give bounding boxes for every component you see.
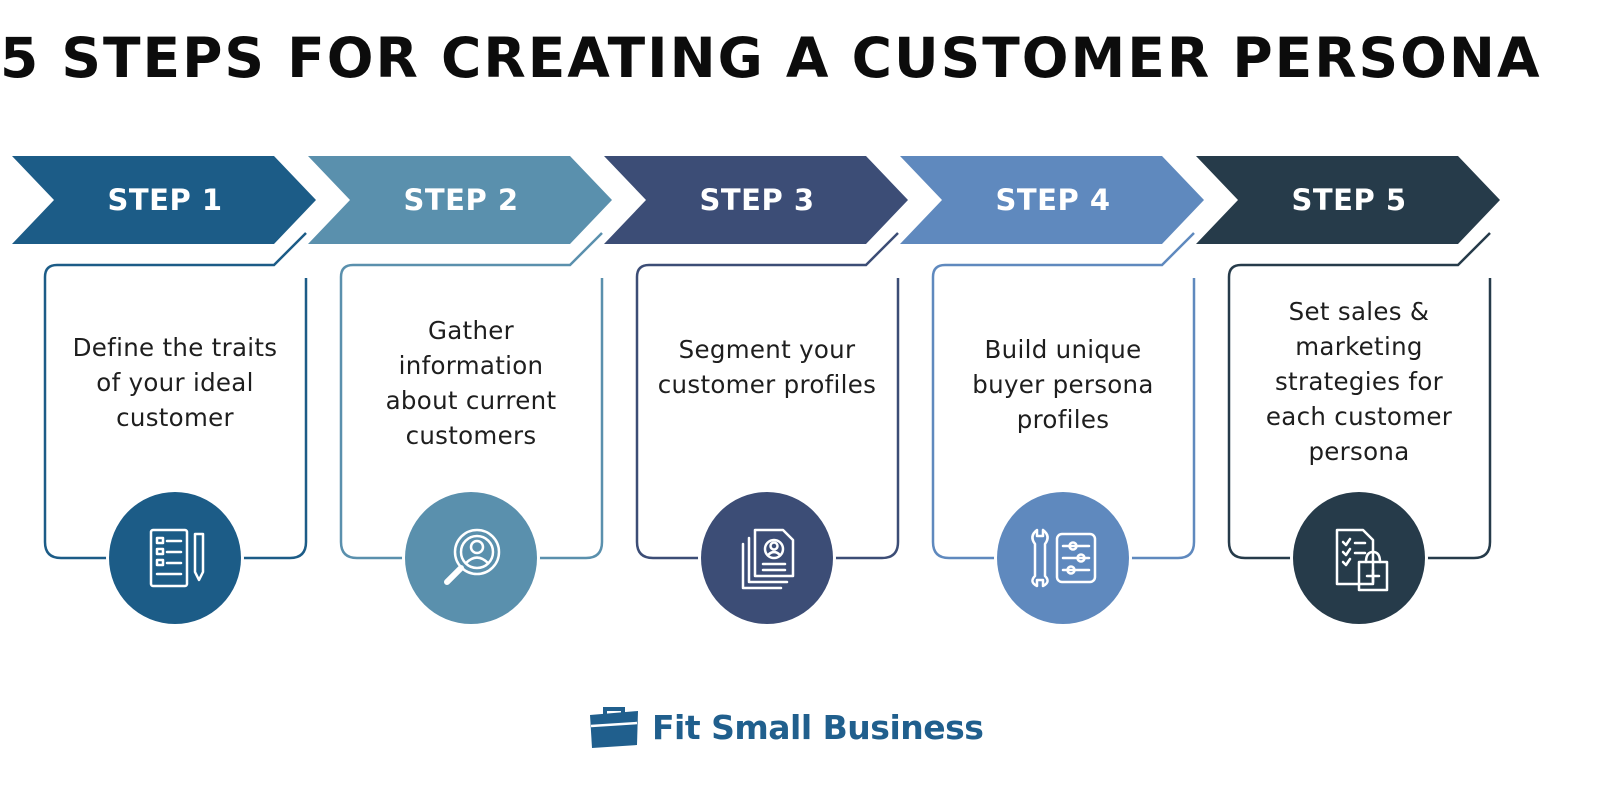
step-description-3: Segment your customer profiles bbox=[657, 335, 877, 399]
checklist-shopping-bag-icon bbox=[1335, 528, 1389, 592]
icon-circle bbox=[1293, 492, 1425, 624]
step-3 bbox=[604, 156, 908, 627]
step-5 bbox=[1196, 156, 1500, 627]
step-chevron bbox=[1196, 156, 1500, 244]
step-chevron bbox=[12, 156, 316, 244]
step-card-outline bbox=[635, 232, 900, 560]
step-card-outline bbox=[43, 232, 308, 560]
checklist-with-pencil-icon bbox=[149, 528, 205, 588]
step-label-4: STEP 4 bbox=[995, 183, 1111, 217]
step-chevron bbox=[604, 156, 908, 244]
stacked-profile-documents-icon bbox=[741, 528, 795, 590]
step-card-outline bbox=[339, 232, 604, 560]
step-4 bbox=[900, 156, 1204, 627]
step-1 bbox=[12, 156, 316, 627]
step-card-outline bbox=[931, 232, 1196, 560]
step-2 bbox=[308, 156, 612, 627]
step-card-outline bbox=[1227, 232, 1492, 560]
step-label-3: STEP 3 bbox=[699, 183, 815, 217]
step-chevron bbox=[900, 156, 1204, 244]
briefcase-icon bbox=[590, 707, 638, 748]
step-description-4: Build unique buyer persona profiles bbox=[972, 335, 1154, 434]
step-label-1: STEP 1 bbox=[107, 183, 223, 217]
icon-circle bbox=[109, 492, 241, 624]
step-chevron bbox=[308, 156, 612, 244]
brand-logo: Fit Small Business bbox=[588, 704, 984, 750]
step-description-1: Define the traits of your ideal customer bbox=[72, 333, 278, 432]
step-description-2: Gather information about current custome… bbox=[385, 316, 557, 450]
step-label-2: STEP 2 bbox=[403, 183, 519, 217]
wrench-settings-panel-icon bbox=[1031, 528, 1097, 588]
step-label-5: STEP 5 bbox=[1291, 183, 1407, 217]
step-description-5: Set sales & marketing strategies for eac… bbox=[1265, 297, 1453, 466]
magnifier-person-icon bbox=[444, 528, 501, 585]
icon-circle bbox=[701, 492, 833, 624]
brand-name: Fit Small Business bbox=[652, 707, 984, 747]
page-title: 5 STEPS FOR CREATING A CUSTOMER PERSONA bbox=[0, 26, 1542, 90]
